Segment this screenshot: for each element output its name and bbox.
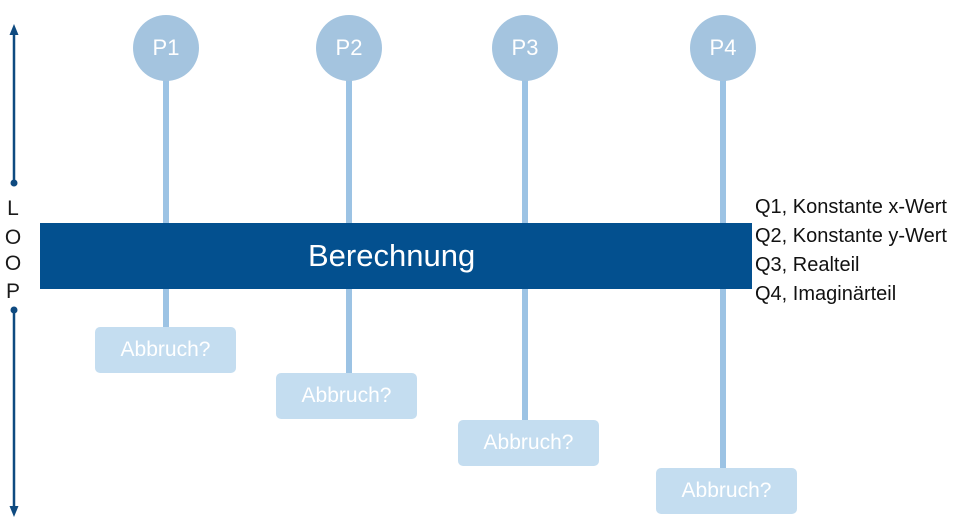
q-legend-item: Q2, Konstante y-Wert [755,225,947,247]
process-node-p1: P1 [133,15,199,81]
abort-box-p1: Abbruch? [95,327,236,373]
q-legend-item: Q1, Konstante x-Wert [755,196,947,218]
loop-letter: O [4,252,22,275]
abort-box-p3: Abbruch? [458,420,599,466]
loop-letter: P [5,280,20,303]
loop-arrows [9,24,19,517]
process-node-p3: P3 [492,15,558,81]
abort-box-p2: Abbruch? [276,373,417,419]
abort-box-p4: Abbruch? [656,468,797,514]
loop-letter: O [4,226,22,249]
loop-letter: L [7,197,19,220]
q-legend-item: Q3, Realteil [755,254,860,276]
process-node-p4: P4 [690,15,756,81]
process-node-p2: P2 [316,15,382,81]
p1-connector-line [163,80,169,328]
calculation-bar-label: Berechnung [308,238,476,273]
calculation-bar [40,223,752,289]
q-legend-item: Q4, Imaginärteil [755,283,897,305]
